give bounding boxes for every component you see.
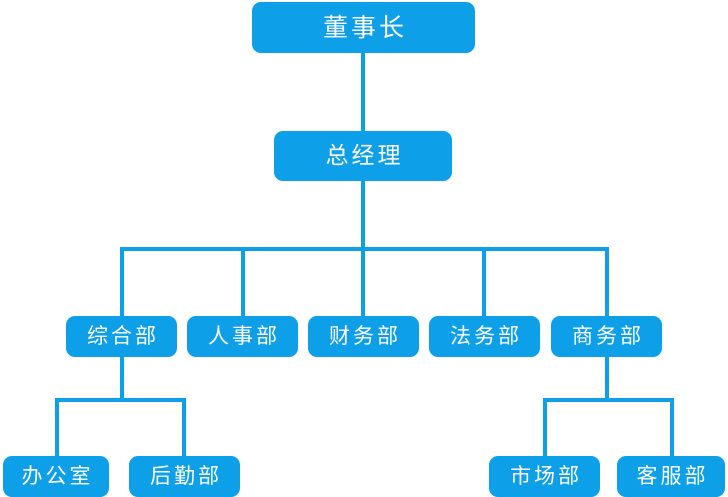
org-node-department-2-label: 人事部 bbox=[208, 324, 280, 348]
org-node-business-child-1[interactable]: 市场部 bbox=[489, 456, 600, 497]
org-node-department-4[interactable]: 法务部 bbox=[429, 316, 540, 357]
connector-business-stem bbox=[605, 357, 609, 402]
org-node-department-2[interactable]: 人事部 bbox=[187, 316, 298, 357]
connector-business-bus bbox=[543, 398, 674, 402]
org-node-department-3-label: 财务部 bbox=[329, 324, 401, 348]
connector-drop-general-affairs-child-1 bbox=[55, 398, 59, 458]
org-node-business-child-2-label: 客服部 bbox=[636, 464, 709, 488]
connector-general-affairs-stem bbox=[120, 357, 124, 402]
connector-chairman-to-general-manager bbox=[361, 53, 365, 132]
org-node-department-1[interactable]: 综合部 bbox=[66, 316, 177, 357]
org-node-business-child-2[interactable]: 客服部 bbox=[617, 456, 725, 497]
connector-drop-department-5 bbox=[605, 247, 609, 317]
org-node-department-5[interactable]: 商务部 bbox=[551, 316, 662, 357]
org-node-department-4-label: 法务部 bbox=[450, 324, 522, 348]
org-node-department-1-label: 综合部 bbox=[87, 324, 159, 348]
connector-drop-department-1 bbox=[120, 247, 124, 317]
connector-drop-department-4 bbox=[482, 247, 486, 317]
connector-general-manager-stem bbox=[361, 181, 365, 251]
org-node-business-child-1-label: 市场部 bbox=[510, 464, 582, 488]
org-node-general-affairs-child-2[interactable]: 后勤部 bbox=[129, 456, 240, 497]
org-node-general-manager-label: 总经理 bbox=[325, 142, 404, 169]
org-node-general-affairs-child-1-label: 办公室 bbox=[21, 464, 94, 488]
connector-drop-general-affairs-child-2 bbox=[182, 398, 186, 458]
org-node-department-5-label: 商务部 bbox=[572, 324, 644, 348]
connector-drop-department-2 bbox=[241, 247, 245, 317]
org-node-chairman[interactable]: 董事长 bbox=[252, 2, 475, 53]
connector-drop-business-child-1 bbox=[543, 398, 547, 458]
org-node-general-affairs-child-2-label: 后勤部 bbox=[150, 464, 222, 488]
org-node-general-manager[interactable]: 总经理 bbox=[274, 131, 452, 181]
connector-general-affairs-bus bbox=[55, 398, 186, 402]
org-node-general-affairs-child-1[interactable]: 办公室 bbox=[3, 456, 109, 497]
org-node-chairman-label: 董事长 bbox=[322, 13, 407, 42]
connector-drop-business-child-2 bbox=[670, 398, 674, 458]
connector-drop-department-3 bbox=[361, 247, 365, 317]
org-node-department-3[interactable]: 财务部 bbox=[308, 316, 419, 357]
